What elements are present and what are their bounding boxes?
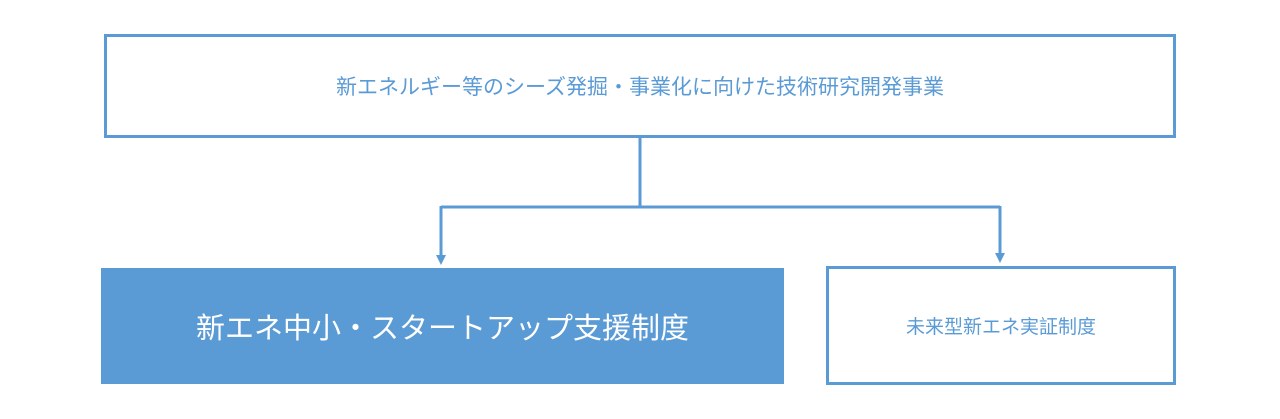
top-node-label: 新エネルギー等のシーズ発掘・事業化に向けた技術研究開発事業: [336, 75, 944, 99]
startup-support-node-box: 新エネ中小・スタートアップ支援制度: [101, 268, 784, 384]
future-demo-node-box: 未来型新エネ実証制度: [826, 266, 1176, 385]
future-demo-node-label: 未来型新エネ実証制度: [905, 316, 1096, 338]
startup-support-node-label: 新エネ中小・スタートアップ支援制度: [195, 311, 689, 345]
top-node-box: 新エネルギー等のシーズ発掘・事業化に向けた技術研究開発事業: [104, 34, 1176, 138]
